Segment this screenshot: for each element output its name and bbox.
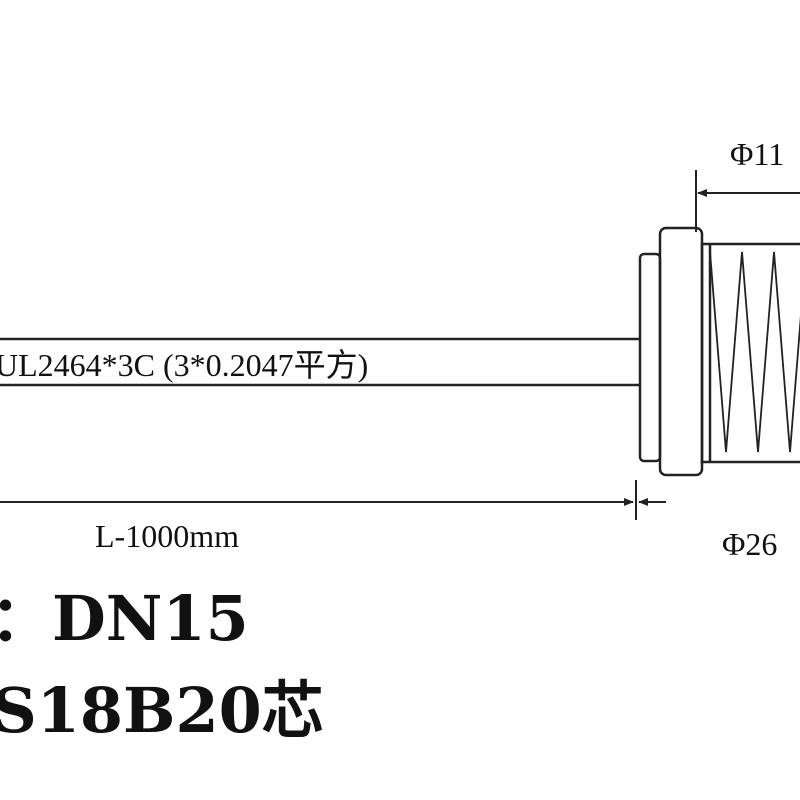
spec-line-2: S18B20芯 <box>0 674 324 747</box>
cable-label: UL2464*3C (3*0.2047平方) <box>0 347 368 383</box>
dim-bottom-label: Φ26 <box>722 526 777 562</box>
length-label: L-1000mm <box>95 518 239 554</box>
dimension-top <box>695 170 800 232</box>
dim-top-label: Φ11 <box>730 136 784 172</box>
cable <box>0 337 640 387</box>
fitting-thread-body <box>700 242 800 464</box>
spec-line-1: ：DN15 <box>0 582 249 655</box>
dimension-length <box>0 480 637 520</box>
fitting-cap <box>638 252 662 463</box>
thread-pattern <box>709 251 800 453</box>
fitting-hex-nut <box>658 226 704 477</box>
fitting <box>638 226 800 477</box>
